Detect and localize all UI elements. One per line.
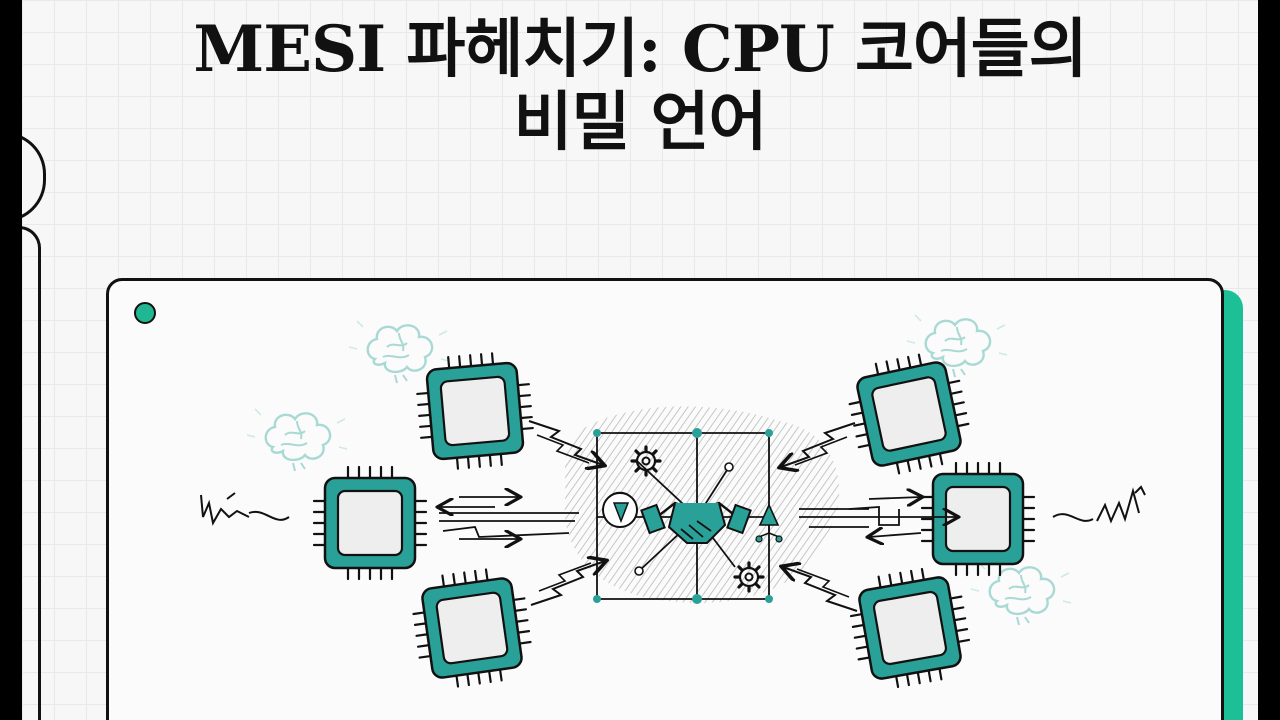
sync-shield-icon <box>602 491 638 528</box>
cpu-chip-icon <box>407 563 537 693</box>
cpu-chip-icon <box>413 349 537 473</box>
cache-icon <box>755 503 783 543</box>
brain-icon <box>245 407 349 473</box>
cpu-chip-icon <box>920 461 1036 577</box>
left-bus-arrows <box>439 497 579 539</box>
slide-title: MESI 파헤치기: CPU 코어들의 비밀 언어 <box>22 12 1258 160</box>
signal-squiggle-icon <box>1052 485 1146 524</box>
cpu-chip-icon <box>841 346 977 482</box>
cpu-chip-icon <box>843 561 977 695</box>
bus-nodes <box>593 428 773 604</box>
signal-squiggle-icon <box>200 492 290 526</box>
right-bus-arrows <box>799 497 957 537</box>
title-line-2: 비밀 언어 <box>513 84 768 160</box>
side-line-decoration <box>22 226 41 720</box>
diagram-card <box>106 278 1224 720</box>
title-line-1: MESI 파헤치기: CPU 코어들의 <box>193 12 1087 87</box>
slide: MESI 파헤치기: CPU 코어들의 비밀 언어 <box>22 0 1258 720</box>
cpu-chip-icon <box>312 465 428 581</box>
mesi-diagram <box>200 313 1146 695</box>
brain-icon <box>969 561 1073 627</box>
handshake-icon <box>640 501 752 544</box>
card-indicator-dot <box>134 302 156 324</box>
